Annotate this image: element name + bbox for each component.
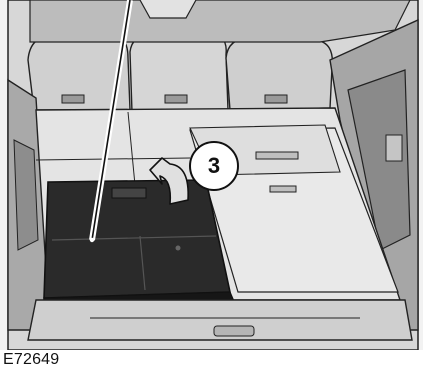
headrest-slot-left: [62, 95, 84, 103]
figure-code-label: E72649: [3, 351, 62, 369]
leader-line-dot: [90, 238, 94, 242]
bottom-margin: [0, 350, 423, 372]
sill-latch: [214, 326, 254, 336]
right-side-handle: [386, 135, 402, 161]
storage-cover-fastener: [176, 246, 181, 251]
storage-cover-handle: [112, 188, 146, 198]
floor-latch-right-lower: [270, 186, 296, 192]
headrest-slot-center: [165, 95, 187, 103]
seat-top-detail: [140, 0, 196, 18]
left-side-pocket: [14, 140, 38, 250]
rear-window-area: [30, 0, 410, 42]
headrest-slot-right: [265, 95, 287, 103]
callout-number: 3: [190, 142, 238, 190]
floor-latch-right: [256, 152, 298, 159]
